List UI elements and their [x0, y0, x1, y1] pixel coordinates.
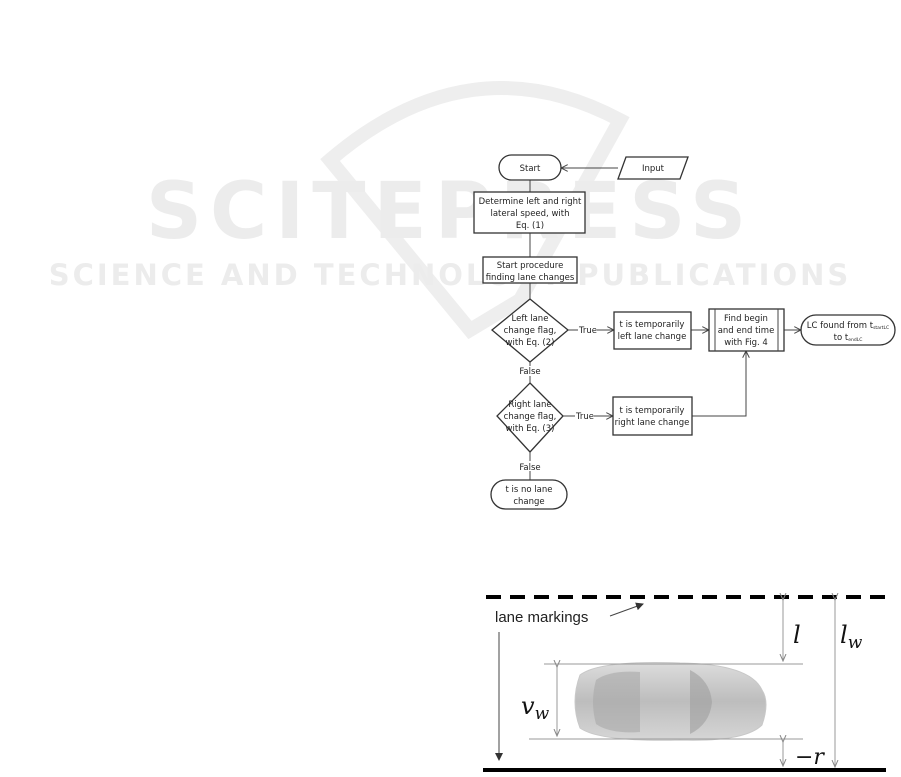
procedure-box: Start procedure finding lane changes: [482, 256, 578, 284]
right-flag-line-2: change flag,: [504, 412, 557, 422]
right-flag-line-3: with Eq. (3): [506, 424, 555, 434]
left-flag-decision: Left lane change flag, with Eq. (2): [490, 298, 570, 363]
left-temp-box: t is temporarily left lane change: [613, 311, 692, 350]
r-label: −r: [795, 745, 825, 770]
lw-label: lw: [840, 621, 863, 653]
left-true-label: True: [578, 326, 597, 336]
input-label: Input: [642, 164, 665, 174]
start-terminator: Start: [498, 154, 562, 181]
right-temp-line-1: t is temporarily: [620, 406, 685, 416]
right-false-label: False: [519, 463, 540, 473]
lane-markings-label: lane markings: [495, 609, 588, 626]
l-label: l: [793, 621, 801, 649]
procedure-line-2: finding lane changes: [486, 273, 575, 283]
find-time-process: Find begin and end time with Fig. 4: [708, 308, 785, 352]
right-flag-decision: Right lane change flag, with Eq. (3): [496, 382, 564, 453]
right-temp-line-2: right lane change: [615, 418, 690, 428]
left-flag-line-1: Left lane: [512, 314, 549, 324]
left-flag-line-2: change flag,: [504, 326, 557, 336]
lc-found-line-1: LC found from tstartLC: [807, 321, 889, 331]
input-node: Input: [617, 156, 689, 180]
determine-line-2: lateral speed, with: [490, 209, 569, 219]
watermark-title: SCITEPRESS: [146, 167, 754, 257]
find-line-3: with Fig. 4: [724, 338, 768, 348]
flowchart: Start Input Determine left and right lat…: [473, 154, 896, 510]
left-false-label: False: [519, 367, 540, 377]
lc-found-line-2: to tendLC: [834, 333, 863, 343]
right-flag-line-1: Right lane: [508, 400, 551, 410]
determine-line-3: Eq. (1): [516, 221, 544, 231]
no-change-line-2: change: [513, 497, 544, 507]
no-change-line-1: t is no lane: [505, 485, 552, 495]
lc-found-terminator: LC found from tstartLC to tendLC: [800, 314, 896, 346]
left-temp-line-2: left lane change: [618, 332, 687, 342]
left-temp-line-1: t is temporarily: [620, 320, 685, 330]
lane-diagram: lane markings vw l lw −r: [483, 597, 886, 772]
watermark: SCITEPRESS SCIENCE AND TECHNOLOGY PUBLIC…: [49, 81, 852, 340]
left-flag-line-3: with Eq. (2): [506, 338, 555, 348]
determine-speed-box: Determine left and right lateral speed, …: [473, 191, 586, 234]
determine-line-1: Determine left and right: [479, 197, 582, 207]
car-image: [574, 662, 767, 741]
right-temp-box: t is temporarily right lane change: [612, 396, 693, 436]
no-change-terminator: t is no lane change: [490, 479, 568, 510]
start-label: Start: [520, 164, 541, 174]
find-line-1: Find begin: [724, 314, 768, 324]
find-line-2: and end time: [718, 326, 775, 336]
right-true-label: True: [575, 412, 594, 422]
procedure-line-1: Start procedure: [497, 261, 564, 271]
watermark-subtitle: SCIENCE AND TECHNOLOGY PUBLICATIONS: [49, 258, 852, 292]
vw-label: vw: [521, 692, 550, 724]
